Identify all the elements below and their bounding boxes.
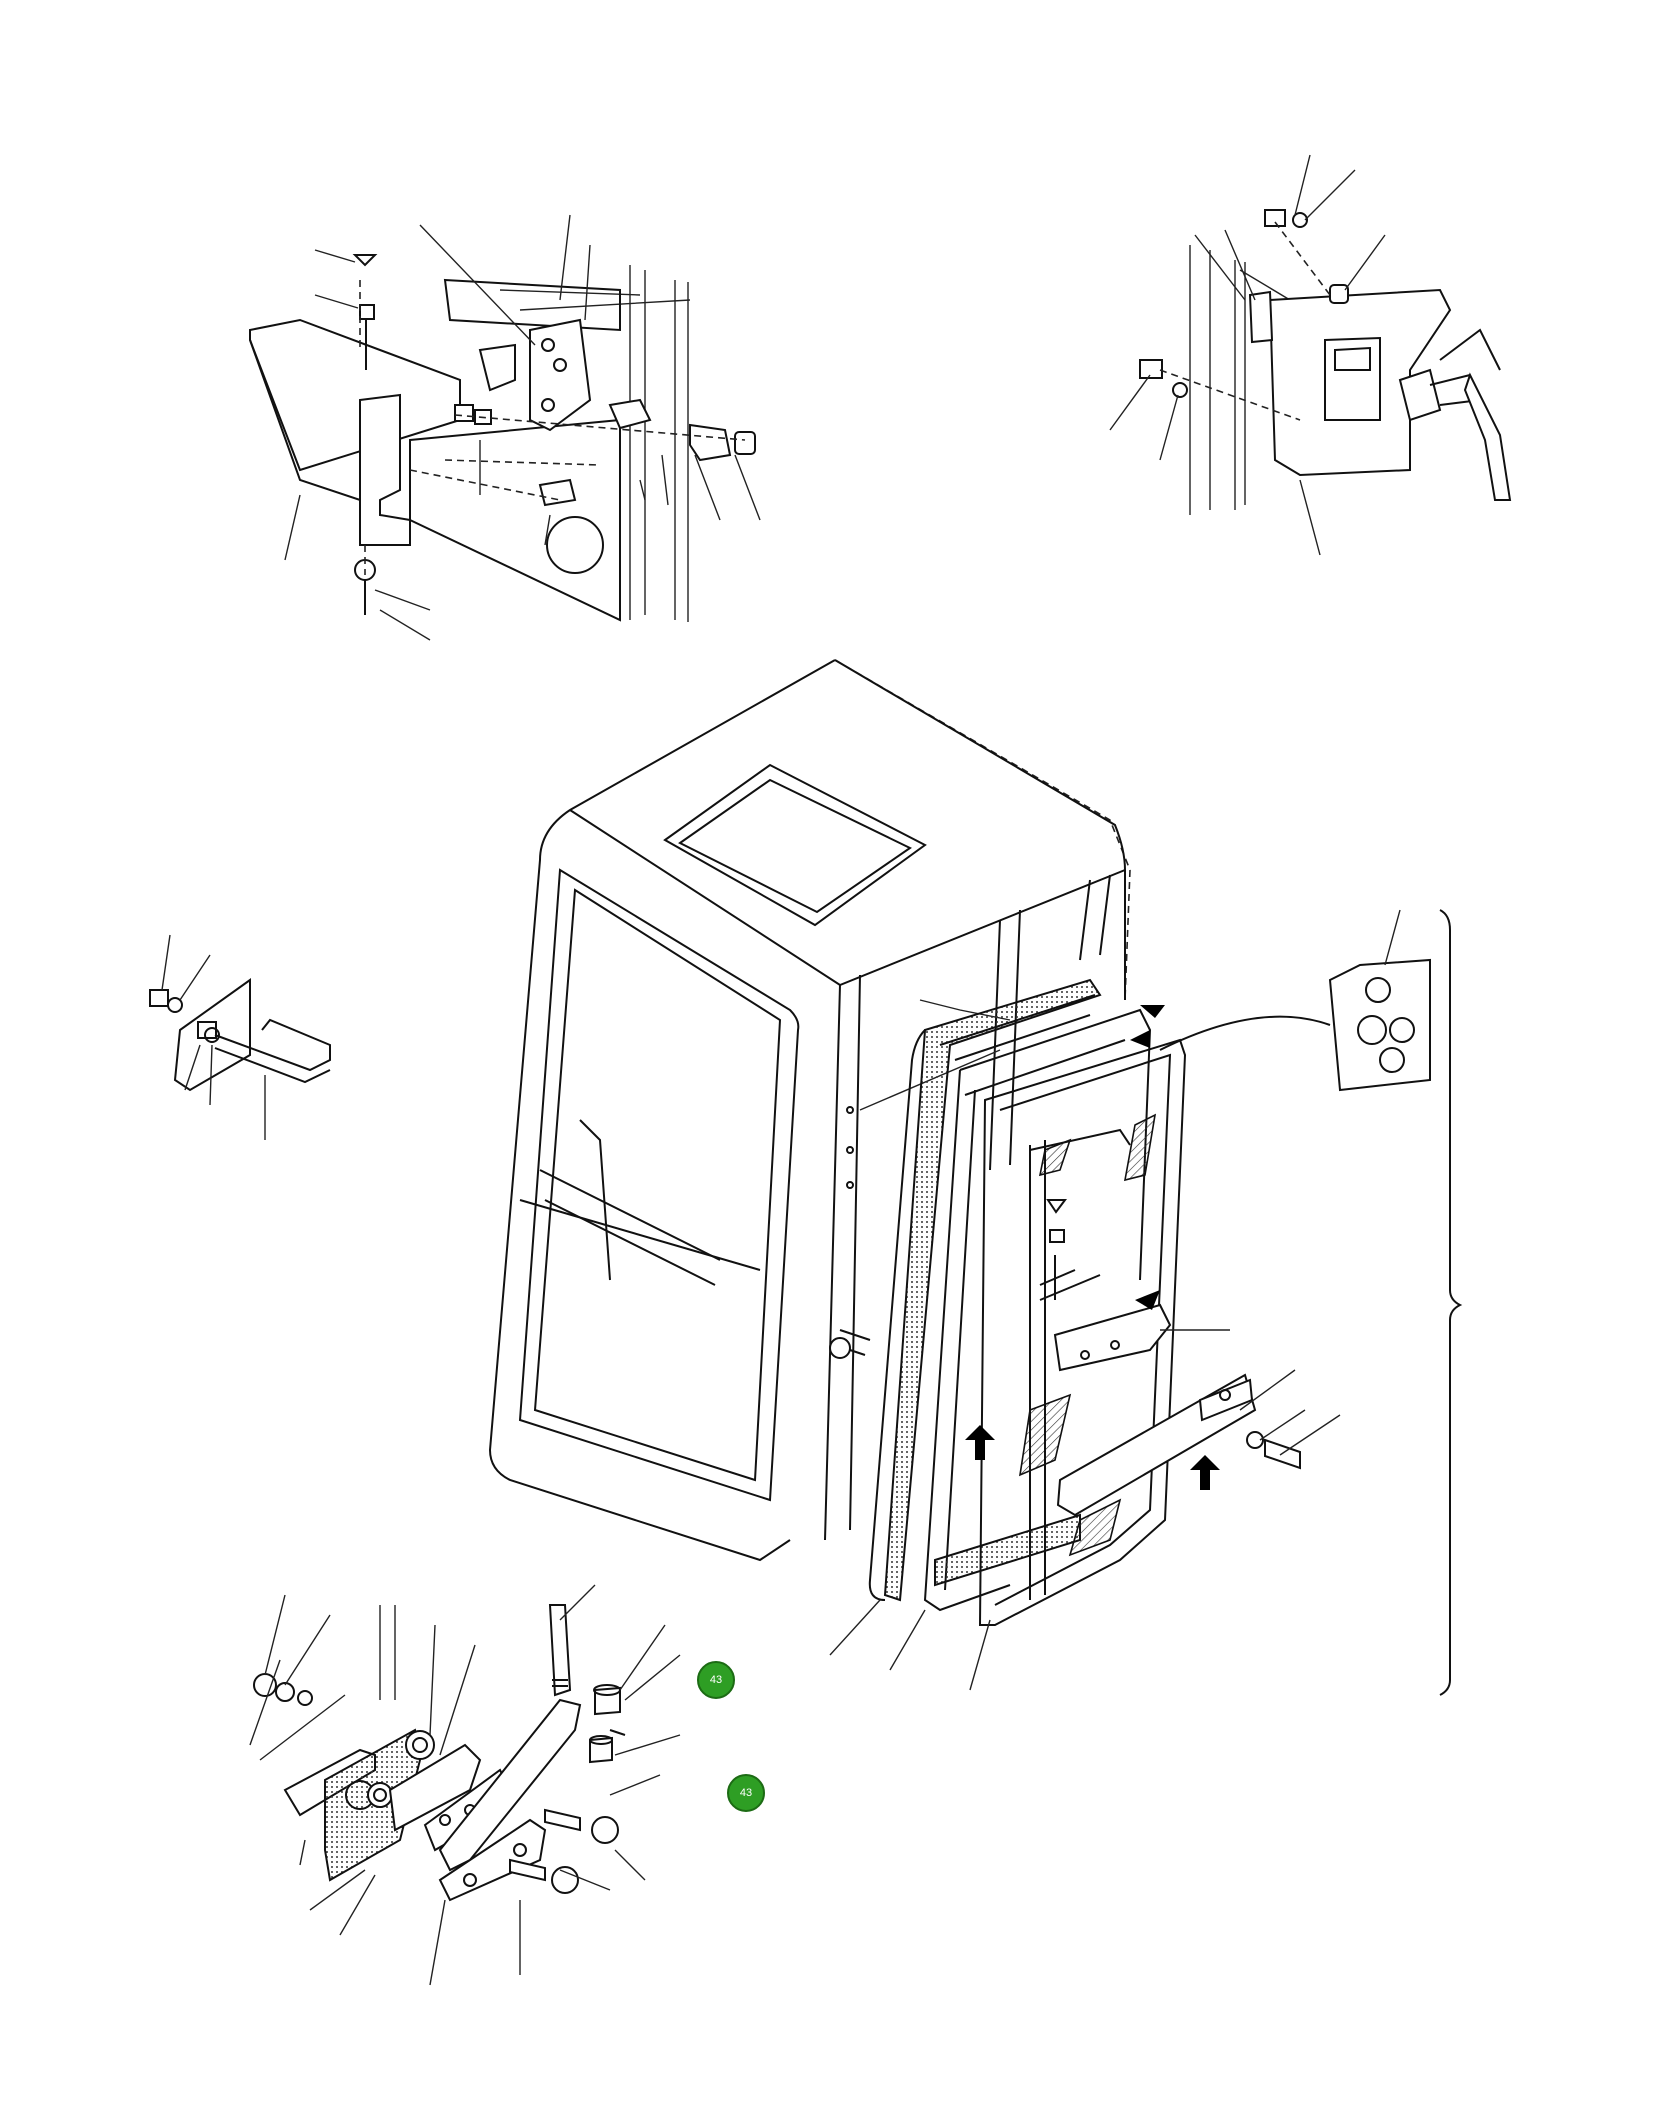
latch-assembly-group	[249, 214, 761, 641]
key-lock-assembly-group	[1109, 154, 1512, 556]
callout-marker-1[interactable]: 43	[697, 1661, 735, 1699]
cab-group	[488, 659, 1131, 1562]
callout-marker-2[interactable]: 43	[727, 1774, 765, 1812]
door-panels-group	[829, 909, 1463, 1696]
hinge-assembly-group	[249, 1584, 681, 1986]
u-bolt-assembly-group	[149, 934, 331, 1140]
